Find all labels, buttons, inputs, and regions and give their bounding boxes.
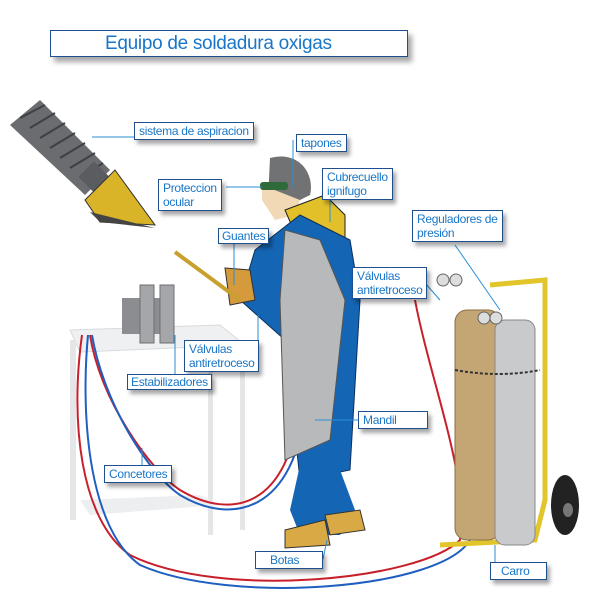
label-line: Cubrecuello [327,170,388,184]
cylinder-cart [436,273,579,548]
aspiration-system [10,100,157,228]
label-stabilizers: Estabilizadores [127,374,212,390]
stabilizer-blocks [122,284,175,344]
label-line: Reguladores de [417,212,498,226]
label-line: Válvulas [357,269,400,283]
label-apron: Mandil [358,411,428,429]
workbench [69,324,247,535]
label-connectors: Concetores [104,465,173,483]
label-line: presión [417,226,455,240]
label-line: ignifugo [327,184,367,198]
welder [173,156,366,549]
label-line: Proteccion [163,181,217,195]
label-aspiration-system: sistema de aspiracion [134,122,254,140]
label-earplugs: tapones [296,134,347,152]
label-line: Válvulas [189,342,232,356]
page-title: Equipo de soldadura oxigas [50,30,408,57]
label-line: antiretroceso [189,356,255,370]
label-boots: Botas [255,551,323,569]
label-line: ocular [163,195,194,209]
leader-lines [92,136,501,562]
label-cart: Carro [490,562,547,580]
label-gloves: Guantes [218,228,270,244]
label-line: antiretroceso [357,283,423,297]
